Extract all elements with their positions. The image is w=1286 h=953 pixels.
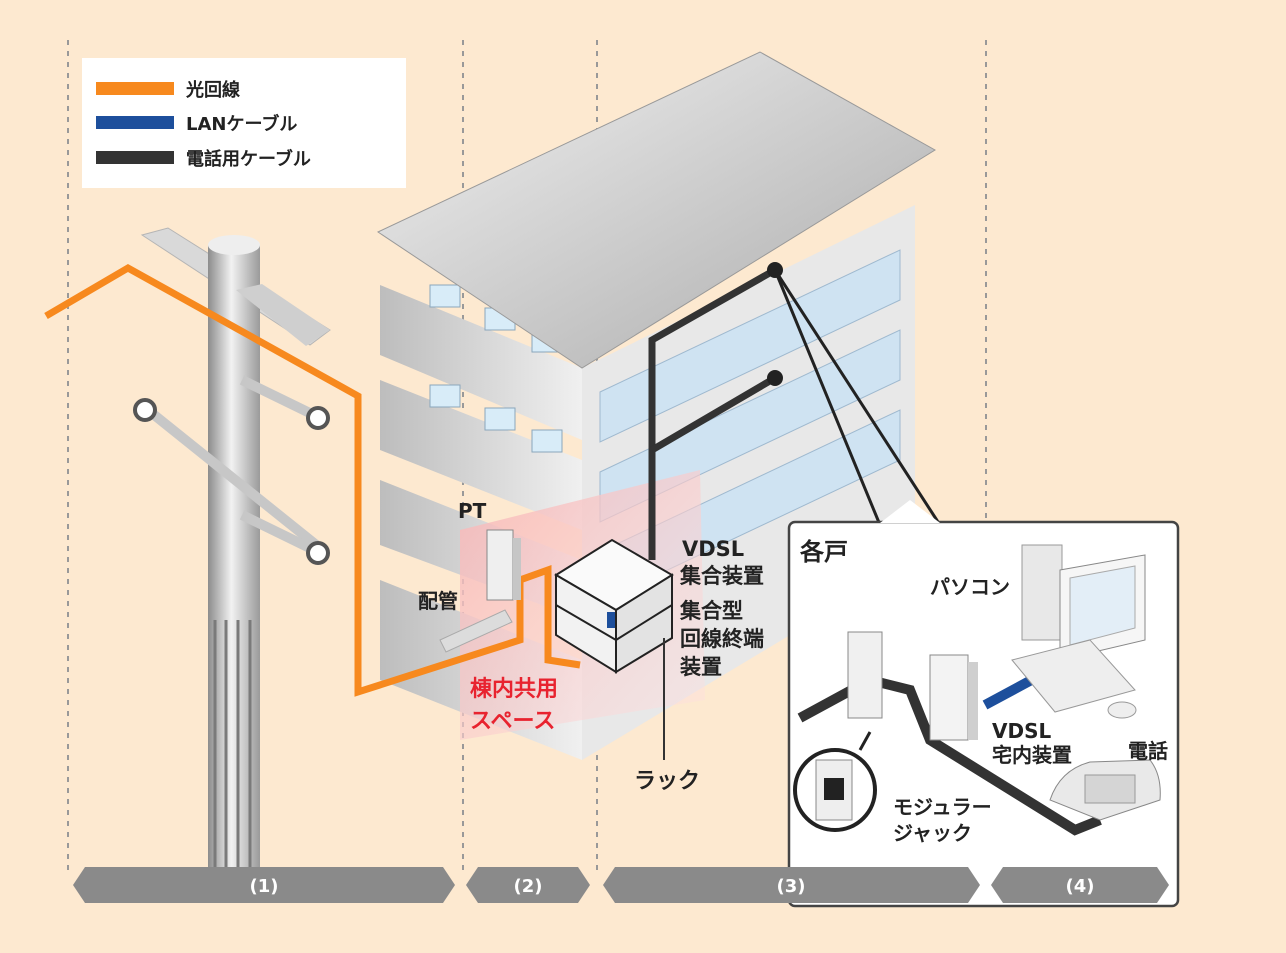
legend-label-lan: LANケーブル — [186, 113, 297, 135]
ont-label-3: 装置 — [680, 655, 722, 679]
telephone-icon — [1049, 759, 1161, 821]
section-bar-3 — [603, 867, 980, 903]
fiber-line — [44, 263, 581, 697]
pc-label: パソコン — [930, 575, 1010, 599]
callout-lines — [773, 269, 942, 526]
phone-cable-building — [648, 266, 777, 560]
conduit-label: 配管 — [418, 589, 458, 613]
shared-space-label-2: スペース — [470, 709, 555, 734]
section-bar-1 — [73, 867, 455, 903]
equipment-rack — [554, 538, 674, 674]
vdsl-home-label-2: 宅内装置 — [992, 743, 1072, 767]
rack-label: ラック — [634, 769, 700, 794]
home-inset-panel: 各戸 パソコン VDSL 宅内装置 電話 モジュラー — [787, 500, 1180, 908]
section-label-4: (4) — [1066, 876, 1095, 897]
shared-space-label-1: 棟内共用 — [470, 676, 558, 702]
apartment-building — [376, 51, 936, 760]
ont-label-2: 回線終端 — [680, 627, 764, 651]
legend-swatch-lan — [96, 116, 174, 129]
phone-label: 電話 — [1128, 739, 1168, 763]
section-bar-4 — [991, 867, 1169, 903]
vdsl-label-2: 集合装置 — [679, 564, 764, 588]
jack-label-1: モジュラー — [893, 795, 992, 819]
jack-label-2: ジャック — [893, 821, 972, 845]
section-bar-2 — [466, 867, 590, 903]
conduit — [439, 609, 513, 653]
section-label-1: (1) — [250, 876, 279, 897]
section-bars: (1) (2) (3) (4) — [73, 867, 1169, 903]
vdsl-home-unit — [929, 654, 969, 741]
legend-swatch-fiber — [96, 82, 174, 95]
utility-pole — [133, 227, 331, 885]
section-label-2: (2) — [514, 876, 543, 897]
legend-swatch-phone — [96, 151, 174, 164]
vdsl-label-1: VDSL — [682, 537, 744, 561]
ont-label-1: 集合型 — [679, 599, 743, 623]
vdsl-home-label-1: VDSL — [992, 719, 1051, 743]
pt-label: PT — [458, 499, 487, 523]
pt-box — [486, 529, 521, 601]
jack-port-icon — [824, 778, 844, 800]
jack-plate — [847, 631, 883, 719]
inset-title: 各戸 — [799, 538, 848, 566]
section-label-3: (3) — [777, 876, 806, 897]
legend: 光回線 LANケーブル 電話用ケーブル — [82, 58, 406, 188]
legend-label-fiber: 光回線 — [185, 79, 240, 101]
pc-icon — [1011, 544, 1146, 719]
legend-label-phone: 電話用ケーブル — [186, 148, 311, 170]
